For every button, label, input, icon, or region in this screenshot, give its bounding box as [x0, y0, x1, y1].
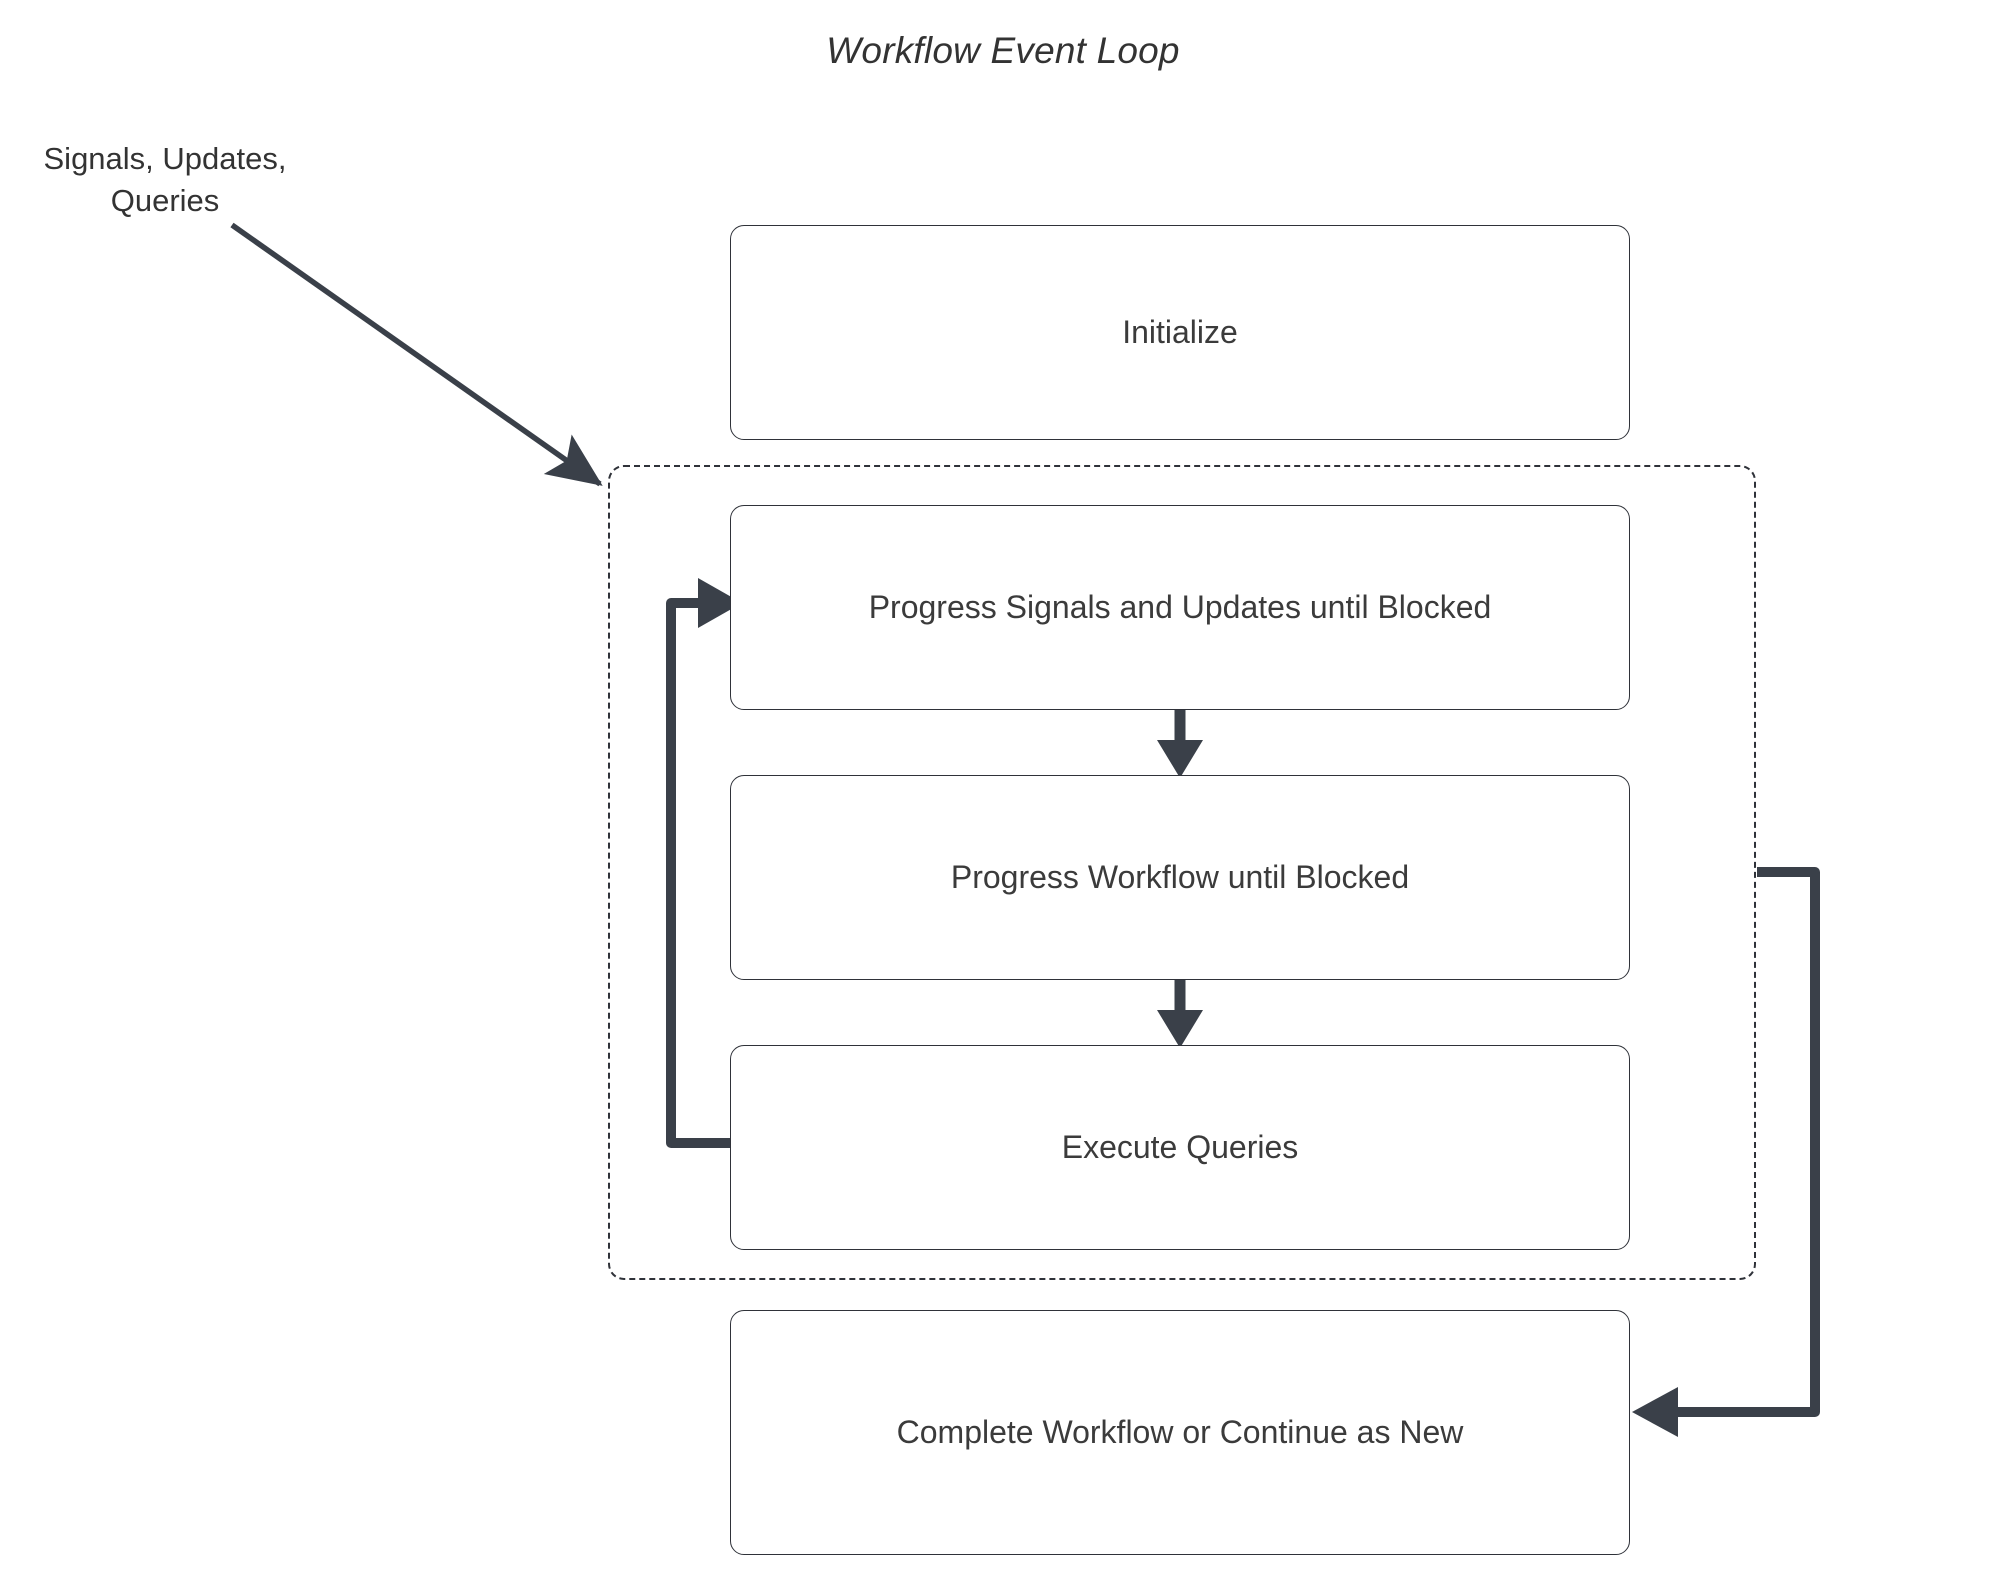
- node-execute-queries[interactable]: Execute Queries: [730, 1045, 1630, 1250]
- node-execute-queries-label: Execute Queries: [1061, 1129, 1299, 1165]
- edge-signals-to-loop: [230, 222, 603, 487]
- event-loop-region: [608, 465, 1756, 1280]
- node-complete-workflow-label: Complete Workflow or Continue as New: [896, 1414, 1464, 1450]
- node-initialize-label: Initialize: [1122, 314, 1238, 350]
- node-progress-signals-updates[interactable]: Progress Signals and Updates until Block…: [730, 505, 1630, 710]
- edge-progress-wf-to-execute-queries: [1157, 980, 1203, 1048]
- node-progress-workflow[interactable]: Progress Workflow until Blocked: [730, 775, 1630, 980]
- node-complete-workflow[interactable]: Complete Workflow or Continue as New: [730, 1310, 1630, 1555]
- edge-execute-queries-loopback: [666, 578, 742, 1148]
- edge-progress-su-to-progress-wf: [1157, 710, 1203, 778]
- node-progress-signals-updates-label: Progress Signals and Updates until Block…: [868, 589, 1492, 625]
- node-initialize[interactable]: Initialize: [730, 225, 1630, 440]
- edge-loop-to-complete-workflow: [1632, 867, 1820, 1437]
- node-progress-workflow-label: Progress Workflow until Blocked: [950, 859, 1410, 895]
